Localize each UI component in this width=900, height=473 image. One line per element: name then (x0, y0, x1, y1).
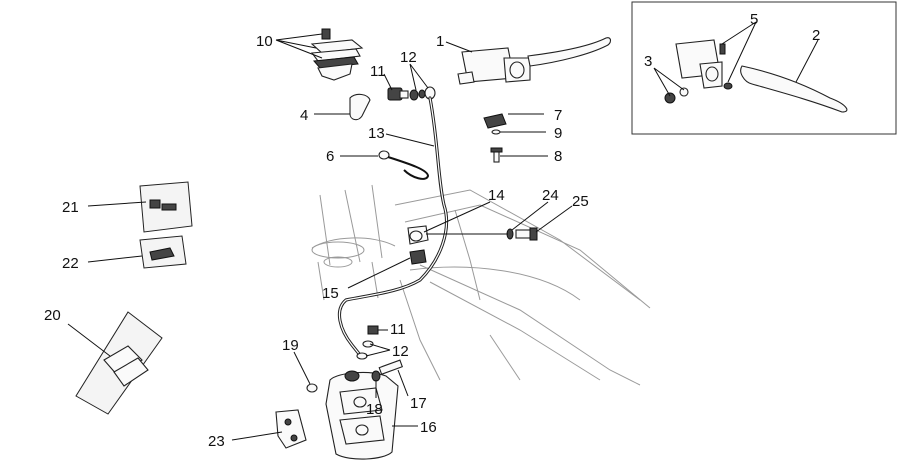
guide-bolt (506, 227, 538, 241)
caliper-bracket (275, 409, 307, 449)
callout-18: 18 (366, 401, 383, 418)
callout-11-lower: 11 (390, 321, 406, 338)
clamp-assembly (483, 113, 507, 163)
retaining-ring (378, 150, 430, 180)
callout-9: 9 (554, 125, 562, 142)
callout-24: 24 (542, 187, 559, 204)
small-parts-bags (139, 181, 193, 269)
master-cylinder-assembly (457, 37, 612, 85)
callout-13: 13 (368, 125, 385, 142)
callout-4: 4 (300, 107, 308, 124)
inset-frame (631, 1, 897, 135)
callout-19: 19 (282, 337, 299, 354)
brake-pad-kit (75, 311, 163, 415)
hose-guide (407, 225, 429, 265)
lever-boot (349, 93, 371, 121)
reservoir-cap-assembly (310, 28, 364, 81)
callout-1: 1 (436, 33, 444, 50)
callout-21: 21 (62, 199, 79, 216)
callout-16: 16 (420, 419, 437, 436)
callout-23: 23 (208, 433, 225, 450)
callout-12: 12 (400, 49, 417, 66)
callout-25: 25 (572, 193, 589, 210)
callout-2: 2 (812, 27, 820, 44)
callout-14: 14 (488, 187, 505, 204)
callout-6: 6 (326, 148, 334, 165)
brake-caliper (325, 370, 399, 460)
callout-10: 10 (256, 33, 273, 50)
callout-labels: 10 1 12 11 4 13 6 7 9 8 14 24 25 15 21 2… (44, 11, 820, 450)
lever-inset (631, 1, 897, 135)
caliper-bolts (306, 359, 404, 393)
leader-lines (67, 21, 819, 441)
callout-7: 7 (554, 107, 562, 124)
upper-banjo-bolt (387, 86, 436, 101)
lower-banjo-bolt (356, 325, 379, 360)
callout-20: 20 (44, 307, 61, 324)
callout-3: 3 (644, 53, 652, 70)
callout-11: 11 (370, 63, 386, 80)
callout-5: 5 (750, 11, 758, 28)
callout-15: 15 (322, 285, 339, 302)
callout-17: 17 (410, 395, 427, 412)
callout-22: 22 (62, 255, 79, 272)
brake-hose (337, 96, 449, 357)
callout-12-lower: 12 (392, 343, 409, 360)
callout-8: 8 (554, 148, 562, 165)
